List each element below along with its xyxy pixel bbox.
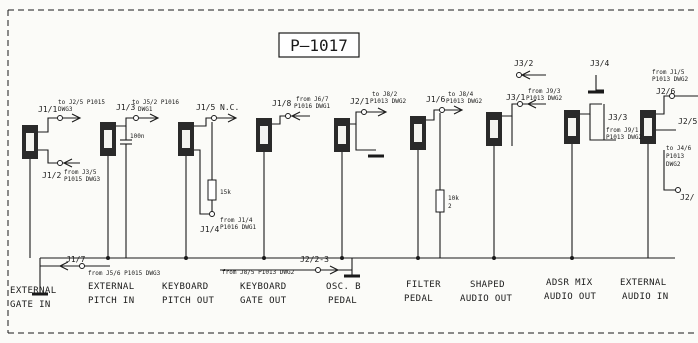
pin-label-top: J1/5 bbox=[196, 103, 215, 112]
jack-filter-pedal bbox=[410, 105, 464, 258]
module-label-line1: EXTERNAL bbox=[10, 286, 57, 296]
jack-keyboard-gate-out bbox=[256, 111, 310, 258]
module-label-line1: EXTERNAL bbox=[88, 282, 135, 292]
bus-j17-arrow bbox=[58, 261, 69, 271]
jack-external-pitch-in bbox=[100, 113, 160, 258]
pin-label-top: J2/6 bbox=[656, 87, 675, 96]
jack-osc-b-pedal bbox=[334, 107, 388, 258]
jack-keyboard-pitch-out bbox=[178, 113, 238, 258]
jack-external-gate-in bbox=[22, 113, 82, 258]
pin-label-top: J2/1 bbox=[350, 97, 369, 106]
module-label-line2: GATE IN bbox=[10, 300, 51, 310]
note-bot-2: P1016 DWG1 bbox=[220, 224, 257, 231]
module-label-line1: KEYBOARD bbox=[240, 282, 287, 292]
module-label-line2: PEDAL bbox=[404, 294, 433, 304]
resistor-value-2: 2 bbox=[448, 203, 452, 210]
module-label-line2: AUDIO OUT bbox=[460, 294, 513, 304]
module-label-line1: FILTER bbox=[406, 280, 441, 290]
junction-dot bbox=[340, 256, 344, 260]
module-label-line2: AUDIO IN bbox=[622, 292, 669, 302]
module-label-line1: SHAPED bbox=[470, 280, 505, 290]
module-label-line1: KEYBOARD bbox=[162, 282, 209, 292]
pin-label-up: J3/4 bbox=[590, 59, 609, 68]
note-top-1: from J6/7 bbox=[296, 96, 329, 103]
note-bot-2: P1015 DWG3 bbox=[64, 176, 101, 183]
jack-external-audio-in bbox=[640, 93, 698, 258]
junction-dot bbox=[492, 256, 496, 260]
bus-note-j223: from J8/5 P1013 DWG2 bbox=[222, 269, 295, 276]
pin-label-bottom: J1/2 bbox=[42, 171, 61, 180]
note-top-2: P1016 DWG1 bbox=[294, 103, 331, 110]
pin-label-bottom: J1/4 bbox=[200, 225, 219, 234]
module-label-line2: AUDIO OUT bbox=[544, 292, 597, 302]
note-top-1: to J2/5 P1015 bbox=[58, 99, 105, 106]
bus-j17-terminal bbox=[79, 263, 85, 269]
note-top-2: P1013 DWG2 bbox=[652, 76, 689, 83]
junction-dot bbox=[416, 256, 420, 260]
pin-label-right: J2/5 bbox=[678, 117, 697, 126]
junction-dot bbox=[262, 256, 266, 260]
resistor-value: 10k bbox=[448, 195, 459, 202]
note-top-1: from J1/5 bbox=[652, 69, 685, 76]
note-top-1: to J8/4 bbox=[448, 91, 474, 98]
module-label-line1: OSC. B bbox=[326, 282, 361, 292]
note-right-1: to J4/6 bbox=[666, 145, 692, 152]
pin-label-top: J3/3 bbox=[608, 113, 627, 122]
junction-dot bbox=[184, 256, 188, 260]
note-top-2: P1013 DWG2 bbox=[526, 95, 563, 102]
module-label-line2: PITCH IN bbox=[88, 296, 135, 306]
junction-dot bbox=[570, 256, 574, 260]
note-top-2: P1013 DWG2 bbox=[606, 134, 643, 141]
note-top-1: to J8/2 bbox=[372, 91, 398, 98]
note-top-1: to J5/2 P1016 bbox=[132, 99, 179, 106]
bus-note-j17: from J5/6 P1015 DWG3 bbox=[88, 270, 161, 277]
pin-label-top: J1/3 bbox=[116, 103, 135, 112]
junction-dot bbox=[106, 256, 110, 260]
title-box bbox=[278, 32, 360, 58]
note-top-2: DWG1 bbox=[138, 106, 153, 113]
note-top-1: from J9/3 bbox=[528, 88, 561, 95]
bus-j223-arrow bbox=[329, 265, 340, 275]
jack-adsr-mix-audio-out bbox=[564, 75, 616, 258]
module-label-line1: EXTERNAL bbox=[620, 278, 667, 288]
note-bot-1: from J1/4 bbox=[220, 217, 253, 224]
pin-label-top: J3/1 bbox=[506, 93, 525, 102]
bus-pin-j223: J2/2-3 bbox=[300, 255, 329, 264]
pin-label-top: J1/6 bbox=[426, 95, 445, 104]
pin-label-top: J1/1 bbox=[38, 105, 57, 114]
pin-label-top: J1/8 bbox=[272, 99, 291, 108]
pin-label-up: J3/2 bbox=[514, 59, 533, 68]
pin-label-right-2: J2/ bbox=[680, 193, 695, 202]
note-top-2: P1013 DWG2 bbox=[446, 98, 483, 105]
note-right-3: DWG2 bbox=[666, 161, 681, 168]
note-top-1: from J9/1 bbox=[606, 127, 639, 134]
note-top-1: N.C. bbox=[220, 103, 239, 112]
note-bot-1: from J3/5 bbox=[64, 169, 97, 176]
bus-pin-j17: J1/7 bbox=[66, 255, 85, 264]
capacitor-value: 100n bbox=[130, 133, 145, 140]
resistor-value: 15k bbox=[220, 189, 231, 196]
title-text: P–1017 bbox=[290, 36, 348, 55]
jack-shaped-audio-out bbox=[486, 70, 546, 258]
module-label-line2: GATE OUT bbox=[240, 296, 287, 306]
module-label-line2: PITCH OUT bbox=[162, 296, 215, 306]
note-top-2: P1013 DWG2 bbox=[370, 98, 407, 105]
module-label-line1: ADSR MIX bbox=[546, 278, 593, 288]
bus-j223-terminal bbox=[315, 267, 321, 273]
note-right-2: P1013 bbox=[666, 153, 684, 160]
module-label-line2: PEDAL bbox=[328, 296, 357, 306]
note-top-2: DWG3 bbox=[58, 106, 73, 113]
